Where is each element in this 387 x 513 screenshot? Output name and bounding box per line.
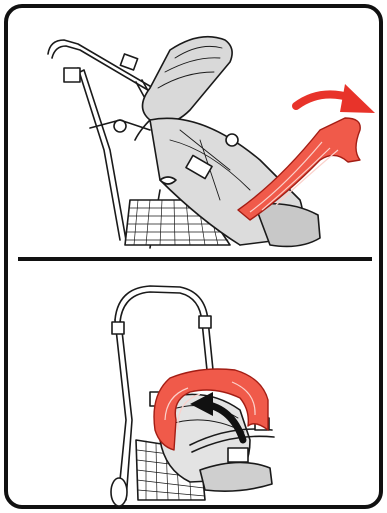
instruction-figure	[0, 0, 387, 513]
figure-svg	[0, 0, 387, 513]
